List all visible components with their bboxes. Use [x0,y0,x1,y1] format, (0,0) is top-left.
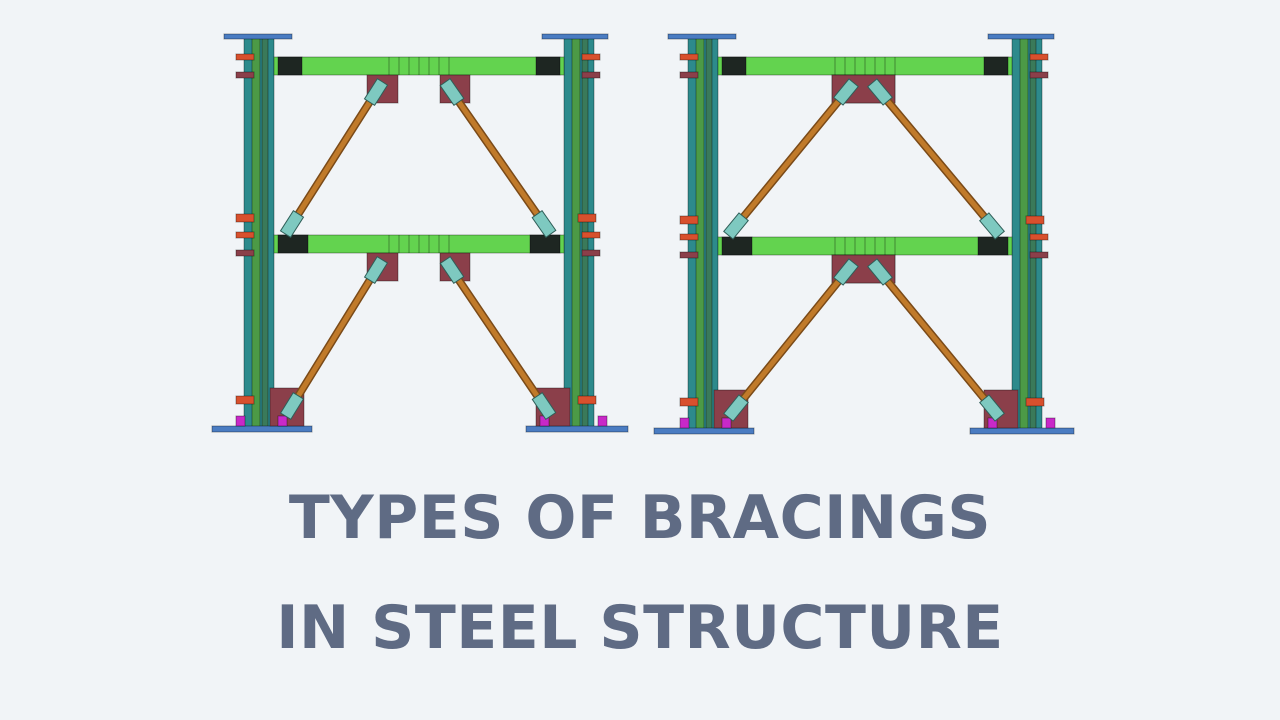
beam-clip [1029,233,1049,241]
brace-left [733,269,849,411]
brace-end-plate [978,212,1006,240]
brace-foot-clip [679,397,699,407]
beam-clip [235,231,255,239]
beam-clip-lower [235,71,255,79]
beam-clip-lower [1029,71,1049,79]
brace-foot-clip [1025,215,1045,225]
beam-end-connection-right [983,56,1009,76]
beam-level-2 [679,233,1049,284]
beam-end-connection-right [535,56,561,76]
beam-clip-lower [679,251,699,259]
cap-plate-right [541,33,609,40]
beam-clip [679,53,699,61]
brace-end-plate [439,78,465,106]
brace-foot-clip [1025,397,1045,407]
beam-clip-lower [581,71,601,79]
brace-end-plate [363,255,389,285]
bracing-storey-1 [235,77,597,239]
beam-clip [581,231,601,239]
brace-right [449,89,547,227]
base-plate-right [525,425,629,433]
brace-left [733,89,849,229]
anchor-bolt [235,415,246,427]
cap-plate-left [667,33,737,40]
brace-left [289,267,379,409]
beam-end-connection-right [977,236,1009,256]
beam-level-1 [679,53,1049,104]
cap-plate-left [223,33,293,40]
beam-end-connection-left [721,236,753,256]
brace-end-plate [531,392,557,420]
anchor-bolt [277,415,288,427]
beam-clip-lower [679,71,699,79]
brace-right [877,89,995,229]
brace-end-plate [723,212,749,240]
brace-end-plate [439,256,465,284]
beam-clip [235,53,255,61]
title-line-1: TYPES OF BRACINGS [288,483,992,553]
brace-right [449,267,547,409]
beam-clip [1029,53,1049,61]
cap-plate-right [987,33,1055,40]
beam-end-connection-right [529,234,561,254]
beam-clip [679,233,699,241]
beam-level-1 [235,53,601,104]
frame-left [211,33,629,433]
brace-foot-clip [679,215,699,225]
base-plate-left [211,425,313,433]
brace-foot-clip [235,395,255,405]
brace-end-plate [279,209,305,239]
brace-end-plate [833,78,859,106]
column-inner-flange [705,37,713,431]
base-plate-right [969,427,1075,435]
brace-end-plate [979,394,1005,422]
beam-clip-lower [235,249,255,257]
beam-end-connection-left [277,234,309,254]
brace-foot-clip [577,395,597,405]
column-inner-flange [261,37,269,429]
brace-end-plate [723,394,749,422]
brace-left [289,89,379,227]
beam-clip [581,53,601,61]
beam-level-2 [235,231,601,282]
title-block: TYPES OF BRACINGS IN STEEL STRUCTURE [0,478,1280,658]
beam-end-connection-left [721,56,747,76]
frame-right [653,33,1075,435]
base-plate-left [653,427,755,435]
bracing-storey-2 [235,255,597,421]
column-web [571,37,581,429]
beam-clip-lower [581,249,601,257]
bracing-storey-2 [679,258,1045,422]
anchor-bolt [597,415,608,427]
brace-end-plate [279,391,305,421]
title-line-2: IN STEEL STRUCTURE [276,593,1004,663]
bracing-storey-1 [679,78,1045,240]
brace-end-plate [833,258,859,286]
brace-end-plate [867,258,893,286]
beam-end-connection-left [277,56,303,76]
anchor-bolt [679,417,690,429]
brace-right [877,269,995,411]
beam [273,56,565,76]
anchor-bolt [721,417,732,429]
brace-end-plate [866,78,894,106]
anchor-bolt [1045,417,1056,429]
brace-end-plate [531,210,557,238]
bracing-frames-illustration [211,33,1075,435]
column-web [1019,37,1029,431]
beam [273,234,565,254]
beam-clip-lower [1029,251,1049,259]
brace-foot-clip [235,213,255,223]
brace-foot-clip [577,213,597,223]
brace-end-plate [363,77,389,107]
